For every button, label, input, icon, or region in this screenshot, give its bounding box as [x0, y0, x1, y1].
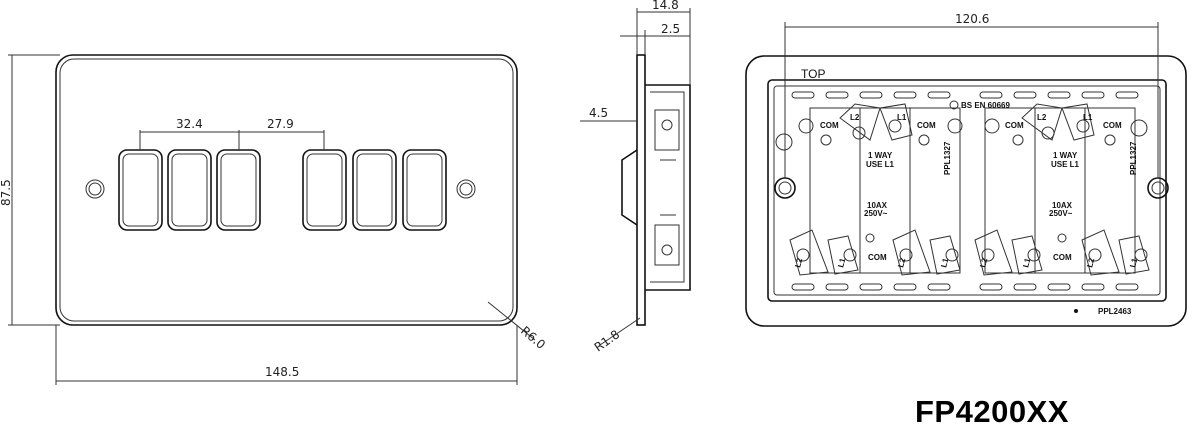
rear-plate — [745, 55, 1187, 327]
dim-spacing-1: 32.4 — [176, 117, 203, 131]
dim-height: 87.5 — [0, 54, 60, 326]
dim-depth-label: 14.8 — [652, 0, 679, 12]
terminal-l2-3: L2 — [793, 257, 804, 269]
rear-dim-width-label: 120.6 — [955, 12, 989, 26]
one-way-label-1: 1 WAY — [868, 151, 893, 160]
terminal-l1-2: L1 — [1083, 113, 1093, 122]
dim-rocker-label: 4.5 — [589, 106, 608, 120]
terminal-l2-6: L2 — [1085, 257, 1096, 269]
rating-2a: 10AX — [1052, 201, 1073, 210]
terminal-l1-1: L1 — [897, 113, 907, 122]
terminal-l2-4: L2 — [896, 257, 907, 269]
dim-radius: R6.0 — [487, 301, 548, 352]
use-l1-label-2: USE L1 — [1051, 160, 1080, 169]
rear-top-label: TOP — [801, 67, 825, 81]
model-title: FP4200XX — [915, 394, 1069, 429]
one-way-label-2: 1 WAY — [1053, 151, 1078, 160]
use-l1-label-1: USE L1 — [866, 160, 895, 169]
part-right-label: PPL1327 — [1129, 141, 1138, 175]
terminal-com-4: COM — [1103, 121, 1122, 130]
rocker-5 — [352, 149, 397, 231]
screw-hole-left — [85, 179, 105, 199]
switch-mechanisms — [789, 103, 1150, 276]
rocker-1 — [118, 149, 163, 231]
dim-radius-label: R6.0 — [518, 324, 548, 352]
rating-2b: 250V~ — [1049, 209, 1073, 218]
dim-spacing: 32.4 27.9 — [139, 117, 325, 150]
terminal-l1-6: L1 — [1128, 257, 1139, 269]
dim-height-label: 87.5 — [0, 179, 13, 206]
part-left-label: PPL1327 — [943, 141, 952, 175]
terminal-com-6: COM — [1053, 253, 1072, 262]
terminal-l2-1: L2 — [850, 113, 860, 122]
rear-standard-label: BS EN 60669 — [961, 101, 1010, 110]
dim-width: 148.5 — [55, 325, 518, 385]
terminal-com-1: COM — [820, 121, 839, 130]
dim-width-label: 148.5 — [265, 365, 299, 379]
terminal-l2-2: L2 — [1037, 113, 1047, 122]
rear-dim-width: 120.6 — [784, 12, 1159, 178]
rating-1b: 250V~ — [864, 209, 888, 218]
front-view: 32.4 27.9 87.5 148.5 R6.0 — [0, 54, 548, 385]
terminal-l2-5: L2 — [978, 257, 989, 269]
rocker-6 — [402, 149, 447, 231]
dim-plate-label: 2.5 — [661, 22, 680, 36]
rating-1a: 10AX — [867, 201, 888, 210]
screw-hole-right — [456, 179, 476, 199]
terminal-com-3: COM — [1005, 121, 1024, 130]
terminal-com-2: COM — [917, 121, 936, 130]
earth-mark-icon — [1074, 309, 1078, 313]
rocker-2 — [167, 149, 212, 231]
terminal-com-5: COM — [868, 253, 887, 262]
part-bottom-label: PPL2463 — [1098, 307, 1132, 316]
rocker-4 — [302, 149, 347, 231]
terminal-l1-3: L1 — [836, 257, 847, 269]
dim-side-radius-label: R1.8 — [592, 327, 622, 354]
vent-slots — [791, 91, 1139, 291]
terminal-l1-4: L1 — [939, 257, 950, 269]
ce-mark-icon — [949, 100, 959, 110]
dim-spacing-2: 27.9 — [267, 117, 294, 131]
rear-view: TOP BS EN 60669 COM L2 L1 COM COM L2 L1 … — [745, 12, 1187, 327]
front-plate — [55, 54, 518, 326]
rocker-3 — [216, 149, 261, 231]
side-view: 14.8 2.5 4.5 R1.8 — [580, 0, 691, 354]
terminal-l1-5: L1 — [1021, 257, 1032, 269]
